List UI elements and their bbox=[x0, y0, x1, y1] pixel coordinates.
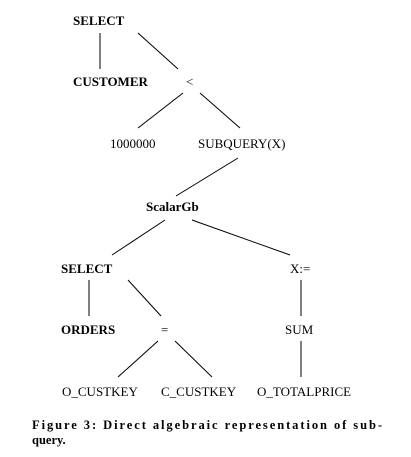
tree-edges bbox=[88, 32, 302, 378]
node-equals: = bbox=[161, 322, 168, 337]
edge-scalargb-assign bbox=[191, 219, 291, 256]
node-orders: ORDERS bbox=[61, 322, 115, 337]
node-subquery: SUBQUERY(X) bbox=[198, 136, 285, 151]
node-select-top: SELECT bbox=[73, 13, 125, 28]
edge-less-than-subquery bbox=[199, 92, 241, 129]
node-assign: X:= bbox=[290, 261, 310, 276]
edge-scalargb-select bbox=[111, 219, 166, 256]
node-sum: SUM bbox=[285, 322, 314, 337]
node-constant: 1000000 bbox=[110, 136, 156, 151]
edge-select-less-than bbox=[137, 32, 179, 70]
caption-line-2: query. bbox=[32, 433, 66, 447]
node-scalargb: ScalarGb bbox=[146, 199, 199, 214]
edge-less-than-constant bbox=[137, 92, 184, 129]
edge-select-equals bbox=[127, 279, 162, 317]
node-select-inner: SELECT bbox=[61, 261, 113, 276]
node-customer: CUSTOMER bbox=[73, 74, 148, 89]
edge-subquery-scalargb bbox=[175, 157, 239, 197]
node-o-custkey: O_CUSTKEY bbox=[62, 384, 138, 399]
caption-line-1: Figure 3: Direct algebraic representatio… bbox=[32, 418, 382, 432]
edge-equals-c-custkey bbox=[174, 340, 213, 378]
node-o-totalprice: O_TOTALPRICE bbox=[257, 384, 351, 399]
edge-equals-o-custkey bbox=[117, 340, 159, 378]
node-less-than: < bbox=[186, 74, 193, 89]
figure-caption: Figure 3: Direct algebraic representatio… bbox=[32, 418, 382, 447]
tree-nodes: SELECT CUSTOMER < 1000000 SUBQUERY(X) Sc… bbox=[61, 13, 351, 399]
node-c-custkey: C_CUSTKEY bbox=[161, 384, 237, 399]
